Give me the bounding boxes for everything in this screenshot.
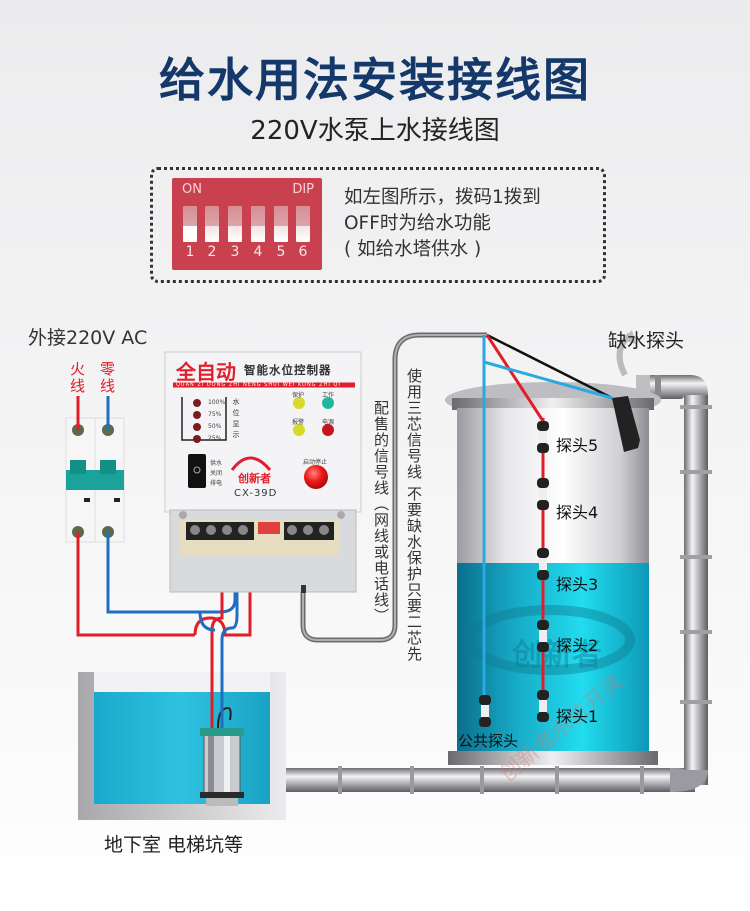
submersible-pump [200,706,244,806]
probe-5-label: 探头5 [556,436,599,455]
dip-number: 5 [276,244,286,260]
level-mark: 25% [208,435,222,442]
pipe-clamps [338,766,644,794]
start-stop-label: 启动停止 [303,459,328,466]
level-caption: 水位显示 [232,398,240,442]
mode-rocker-switch [188,454,206,488]
level-mark: 75% [208,411,222,418]
switch-label: 关闭 [210,470,223,477]
external-power-label: 外接220V AC [28,327,148,349]
common-probe-label: 公共探头 [458,732,519,750]
controller-subtitle: 智能水位控制器 [244,363,332,377]
controller-pinyin: QUAN ZI DONG ZHI NENG SHUI WEI KONG ZHI … [176,382,341,388]
probe-electrodes [479,421,549,727]
live-wire-label: 火线 [70,360,86,395]
tank-body [457,408,649,563]
basement-label: 地下室 电梯坑等 [104,834,244,856]
lack-water-probe [612,396,640,452]
dip-on-label: ON [182,182,202,197]
note-line: 如左图所示，拨码1拨到 [344,187,541,208]
controller-brand: 创新者 [238,472,271,485]
dip-note-box [150,167,606,283]
level-mark: 100% [208,399,226,406]
indicator-label: 电源 [322,419,335,426]
dip-number: 3 [230,244,240,260]
note-line: OFF时为给水功能 [344,213,491,234]
signal-wire-note-right: 使用三芯信号线 不要缺水保护只要二芯先 [405,368,423,662]
note-line: ( 如给水塔供水 ) [344,239,482,260]
dip-note-text: 如左图所示，拨码1拨到 OFF时为给水功能 ( 如给水塔供水 ) [344,185,594,263]
dip-number: 2 [207,244,217,260]
signal-wire-note-left: 配售的信号线（网线或电话线） [372,400,390,624]
switch-label: 供水 [210,460,223,467]
indicator-label: 保护 [292,392,305,399]
dip-switch-3 [228,206,242,242]
dip-switch-4 [251,206,265,242]
probe-4-label: 探头4 [556,503,599,522]
dip-switch-5 [274,206,288,242]
probe-1-label: 探头1 [556,707,599,726]
riser-pipe [684,395,708,785]
controller-title: 全自动 [176,360,236,384]
dip-switch-image: ON DIP 1 2 3 4 5 6 [172,178,322,270]
svg-text:创新者: 创新者 [511,638,602,673]
dip-number: 4 [253,244,263,260]
probe-2-label: 探头2 [556,636,599,655]
tank-base [448,751,658,765]
lack-water-probe-label: 缺水探头 [608,330,685,352]
dip-switch-2 [205,206,219,242]
page-title: 给水用法安装接线图 [159,53,591,107]
level-mark: 50% [208,423,222,430]
dip-number: 6 [298,244,308,260]
switch-label: 排电 [210,480,223,487]
probe-3-label: 探头3 [556,575,599,594]
indicator-label: 报警 [292,419,305,426]
dip-number: 1 [185,244,195,260]
neutral-wire-label: 零线 [100,360,116,395]
indicator-label: 工作 [322,392,335,399]
page-subtitle: 220V水泵上水接线图 [250,116,500,146]
controller-model: CX-39D [234,488,278,499]
dip-brand-label: DIP [292,182,314,197]
dip-switch-6 [296,206,310,242]
pit-water [94,692,270,804]
dip-switch-1 [183,206,197,242]
circuit-breaker [65,417,125,543]
start-stop-button [304,465,328,489]
